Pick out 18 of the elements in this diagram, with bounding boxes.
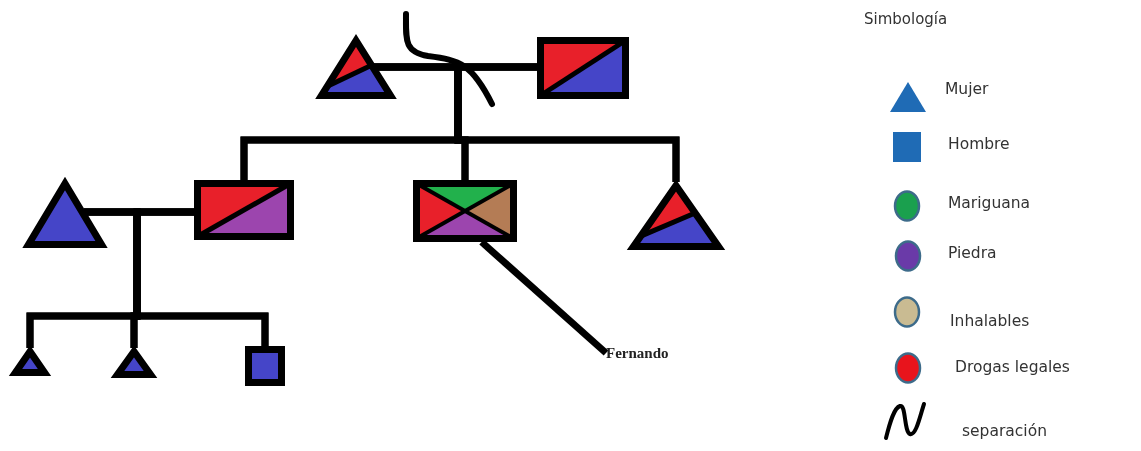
man-square-symbol	[537, 37, 629, 99]
legend-title: Simbología	[864, 10, 948, 28]
family-line	[133, 208, 269, 346]
woman-triangle-symbol	[12, 348, 48, 376]
name-label: Fernando	[606, 342, 669, 364]
man-square-symbol	[194, 180, 294, 240]
woman-triangle-symbol	[25, 180, 105, 248]
legend-label: Mariguana	[948, 194, 1031, 212]
legend-label: Inhalables	[950, 312, 1030, 330]
legend-label: Hombre	[948, 135, 1010, 153]
legend-label: Drogas legales	[955, 358, 1070, 376]
legend-label: Piedra	[948, 244, 997, 262]
leader-line	[479, 239, 609, 356]
legend-label: Mujer	[945, 80, 989, 98]
woman-triangle-symbol	[318, 37, 394, 99]
legend-label: separación	[962, 422, 1047, 440]
man-square-symbol	[245, 346, 285, 386]
man-square-symbol	[413, 180, 517, 242]
